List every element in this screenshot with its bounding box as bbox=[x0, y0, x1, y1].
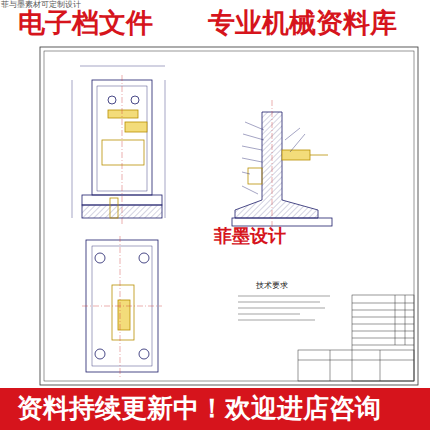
watermark-text: 菲墨设计 bbox=[214, 227, 286, 245]
watermark-text: 菲与墨素材可定制设计 bbox=[1, 1, 81, 9]
banner-text: 资料持续更新中！欢迎进店咨询 bbox=[17, 395, 381, 421]
note-title: 技术要求 bbox=[256, 282, 288, 290]
banner-text: 专业机械资料库 bbox=[208, 9, 397, 36]
banner-text: 电子档文件 bbox=[18, 9, 153, 36]
